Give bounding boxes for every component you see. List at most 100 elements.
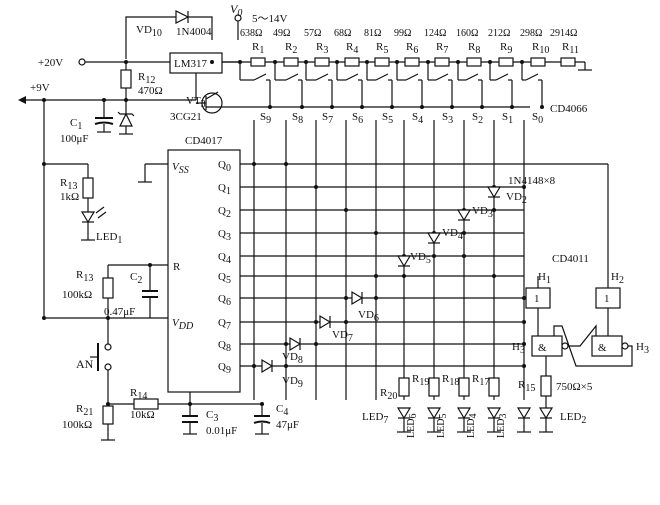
- analog-switch-s5: [375, 73, 389, 81]
- c2-label: C2: [130, 271, 142, 286]
- resistor-r8: [466, 57, 482, 67]
- diode-vd9-label: VD9: [282, 375, 303, 390]
- analog-switch-s8: [285, 73, 299, 81]
- h3-nand-right: [591, 335, 623, 357]
- switch-s7-label: S7: [322, 111, 333, 126]
- resistor-r10-label: R10: [532, 41, 549, 56]
- resistor-r6-label: R6: [406, 41, 418, 56]
- led-resistor-2: [458, 377, 470, 397]
- led3-label: LED3: [496, 414, 509, 438]
- r13a-value: 1kΩ: [60, 191, 79, 203]
- diode-vd4-label: VD4: [442, 227, 463, 242]
- resistor-r3: [314, 57, 330, 67]
- resistor-r7: [434, 57, 450, 67]
- led6-label: LED6: [406, 414, 419, 438]
- resistor-r9-value: 212Ω: [488, 28, 510, 39]
- vd10-label: VD10: [136, 24, 162, 39]
- resistor-r7-value: 124Ω: [424, 28, 446, 39]
- output-q7-label: Q7: [218, 317, 231, 332]
- r21-resistor: [102, 405, 114, 425]
- r14-label: R14: [130, 387, 147, 402]
- diode-vd7: [319, 314, 332, 330]
- switch-s8-label: S8: [292, 111, 303, 126]
- output-q4-label: Q4: [218, 251, 231, 266]
- c3-value: 0.01μF: [206, 425, 237, 437]
- h1-label: H1: [538, 271, 551, 286]
- switch-s3-label: S3: [442, 111, 453, 126]
- switch-s4-label: S4: [412, 111, 423, 126]
- indicator-led-3: [486, 407, 502, 420]
- r12-resistor: [120, 69, 132, 89]
- r13-100k-resistor: [102, 277, 114, 299]
- c4-value: 47μF: [276, 419, 299, 431]
- led1: [80, 211, 96, 224]
- diode-vd8-label: VD8: [282, 351, 303, 366]
- resistor-r6: [404, 57, 420, 67]
- resistor-r5-label: R5: [376, 41, 388, 56]
- r20-label: R20: [380, 387, 397, 402]
- resistor-r3-value: 57Ω: [304, 28, 321, 39]
- plus9v-label: +9V: [30, 82, 50, 94]
- c1-label: C1: [70, 117, 82, 132]
- resistor-r4-value: 68Ω: [334, 28, 351, 39]
- r17-label: R17: [472, 373, 489, 388]
- r21-label: R21: [76, 403, 93, 418]
- resistor-r4: [344, 57, 360, 67]
- resistor-r5: [374, 57, 390, 67]
- analog-switch-s3: [435, 73, 449, 81]
- diode-vd3-label: VD3: [472, 205, 493, 220]
- resistor-r9: [498, 57, 514, 67]
- an-label: AN: [76, 357, 94, 371]
- resistor-r6-value: 99Ω: [394, 28, 411, 39]
- diode-vd5-label: VD5: [410, 251, 431, 266]
- analog-switch-s4: [405, 73, 419, 81]
- resistor-r11: [560, 57, 576, 67]
- output-q6-label: Q6: [218, 293, 231, 308]
- analog-switch-s7: [315, 73, 329, 81]
- led1-label: LED1: [96, 231, 122, 246]
- diode-vd5: [396, 255, 412, 268]
- r21-value: 100kΩ: [62, 419, 92, 431]
- output-q1-label: Q1: [218, 182, 231, 197]
- led-resistor-1: [428, 377, 440, 397]
- c4-label: C4: [276, 403, 288, 418]
- r15-resistor: [540, 375, 552, 397]
- led5-label: LED5: [436, 414, 449, 438]
- v0-label: V0: [230, 2, 242, 19]
- resistor-r11-label: R11: [562, 41, 579, 56]
- analog-switch-s0: [525, 73, 539, 81]
- cd4017-ic: [167, 149, 241, 393]
- led7-label: LED7: [362, 411, 388, 426]
- vdd-pin-label: VDD: [172, 317, 194, 332]
- diode-vd6-label: VD6: [358, 309, 379, 324]
- switch-s1-label: S1: [502, 111, 513, 126]
- h3-label-right: H3: [636, 341, 649, 356]
- led2: [538, 407, 554, 420]
- led2-label: LED2: [560, 411, 586, 426]
- diode-vd2-label: VD2: [506, 191, 527, 206]
- vss-pin-label: VSS: [172, 161, 189, 176]
- r-pin-label: R: [173, 261, 181, 273]
- resistor-r8-value: 160Ω: [456, 28, 478, 39]
- analog-switch-s9: [253, 73, 267, 81]
- vt3-part: 3CG21: [170, 111, 202, 123]
- resistor-r10-value: 298Ω: [520, 28, 542, 39]
- an-button-contact-top: [104, 343, 112, 351]
- led-resistor-0: [398, 377, 410, 397]
- switch-s2-label: S2: [472, 111, 483, 126]
- resistor-r2: [283, 57, 299, 67]
- indicator-led-1: [426, 407, 442, 420]
- h2-label: H2: [611, 271, 624, 286]
- plus9v-arrow: [18, 96, 26, 104]
- diode-vd6: [351, 290, 364, 306]
- r15-label: R15: [518, 379, 535, 394]
- r14-value: 10kΩ: [130, 409, 155, 421]
- diode-part-label: 1N4148×8: [508, 175, 556, 187]
- resistor-r9-label: R9: [500, 41, 512, 56]
- chain-resistor-group: 638ΩR149ΩR257ΩR368ΩR481ΩR599ΩR6124ΩR7160…: [240, 28, 579, 67]
- output-led-columns: [396, 377, 532, 433]
- vd10-part: 1N4004: [176, 26, 212, 38]
